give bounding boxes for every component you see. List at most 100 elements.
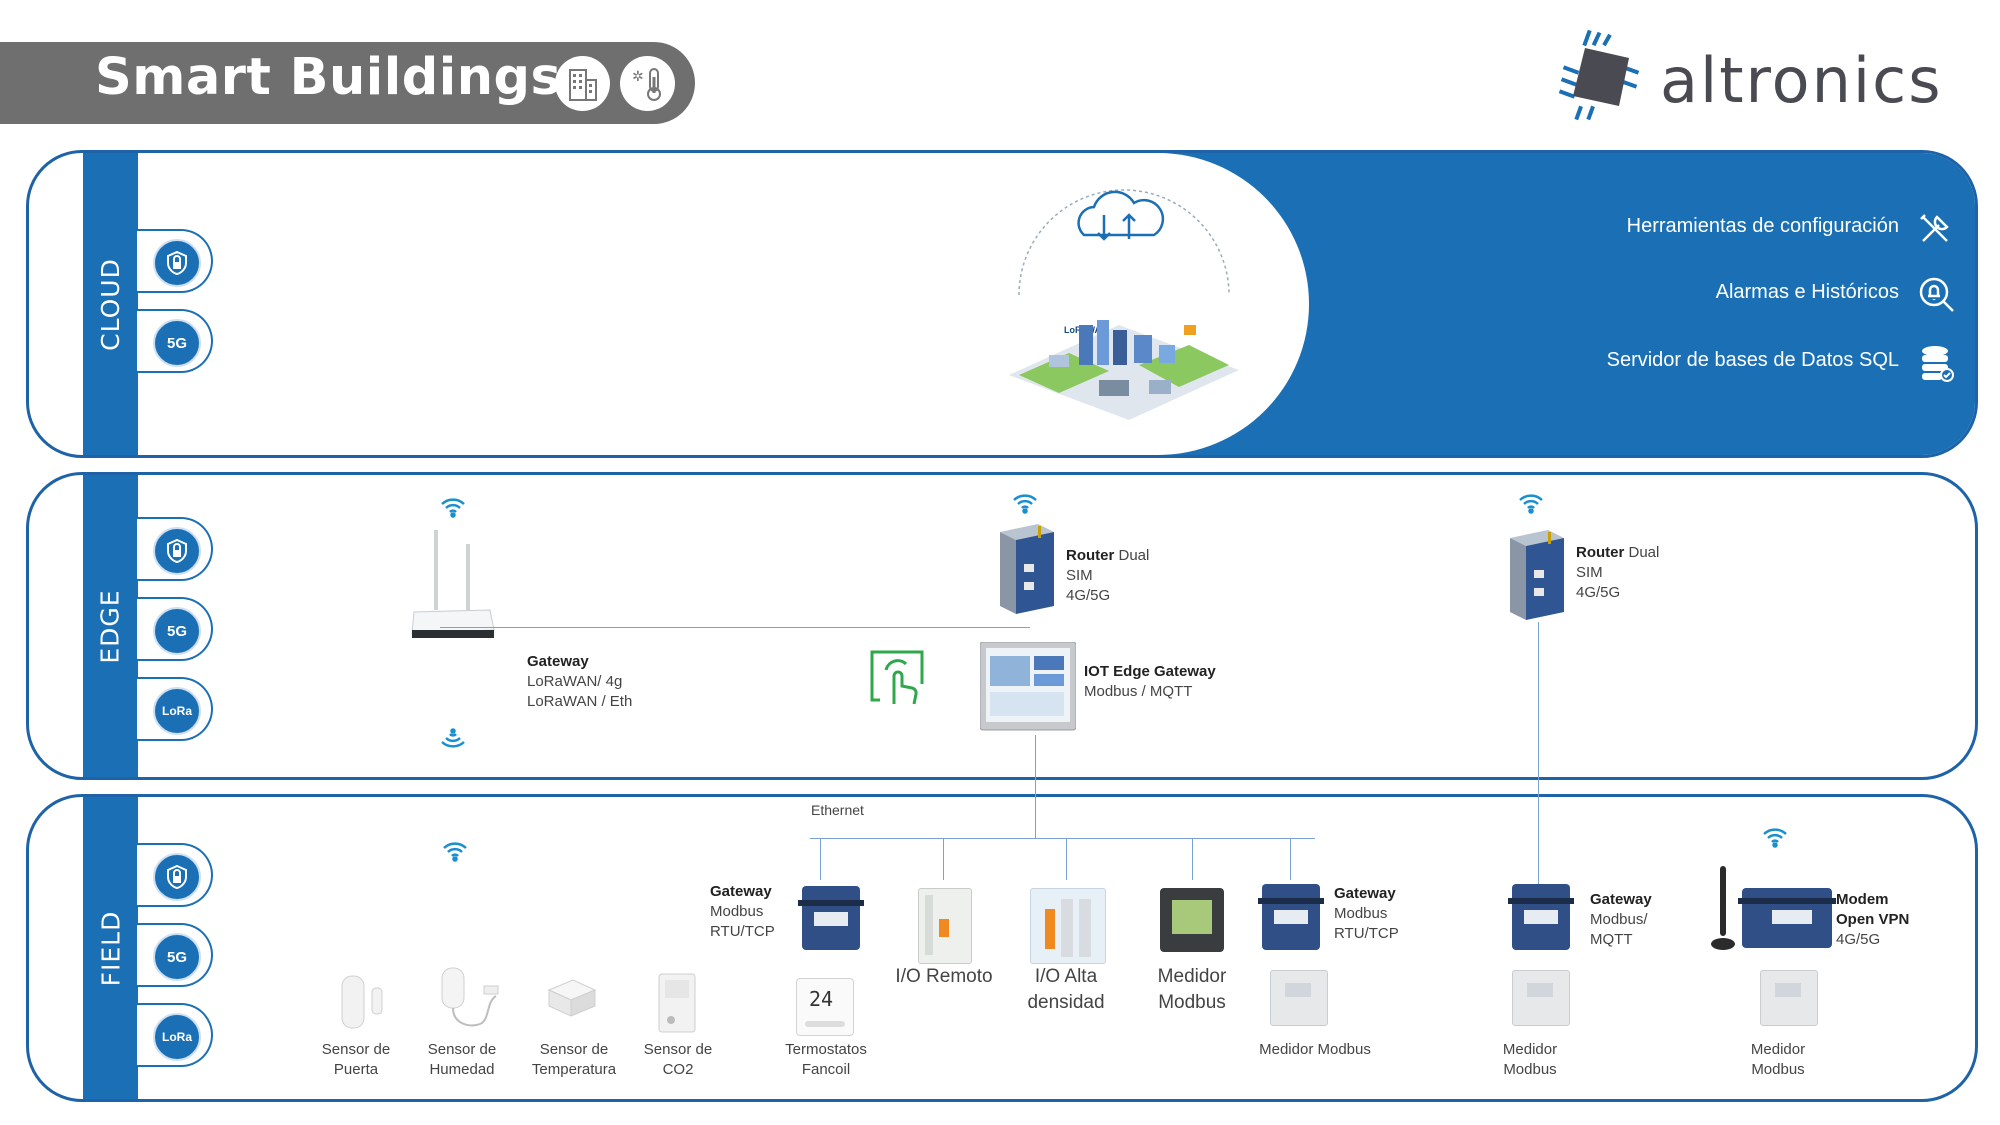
device-label-plate bbox=[1274, 910, 1308, 924]
humidity-sensor-device bbox=[440, 966, 504, 1034]
meter-screen bbox=[1172, 900, 1212, 934]
service-alarms: Alarmas e Históricos bbox=[1715, 281, 1899, 303]
service-config-tools: Herramientas de configuración bbox=[1626, 215, 1899, 237]
thermostat-icon: ✲ bbox=[620, 56, 675, 111]
modem-caption: Modem Open VPN 4G/5G bbox=[1836, 890, 1909, 950]
modem-line1: 4G/5G bbox=[1836, 931, 1881, 948]
service-sql-db: Servidor de bases de Datos SQL bbox=[1606, 349, 1899, 371]
iot-edge-gateway-device bbox=[979, 641, 1077, 732]
edge-badge-5g: 5G bbox=[137, 597, 213, 661]
door-sensor-line1: Sensor de bbox=[321, 1041, 391, 1058]
database-icon bbox=[1919, 345, 1955, 388]
bus-drop-line bbox=[1066, 838, 1067, 880]
lora-gateway-line1: LoRaWAN/ 4g bbox=[527, 673, 623, 690]
gateway-mid-line2: RTU/TCP bbox=[1334, 925, 1399, 942]
mount-bracket bbox=[1508, 898, 1574, 904]
5g-icon: 5G bbox=[153, 607, 201, 655]
edge-badge-lora: LoRa bbox=[137, 677, 213, 741]
lora-icon: LoRa bbox=[153, 1013, 201, 1061]
router-center-line2: 4G/5G bbox=[1066, 587, 1111, 604]
mount-bracket bbox=[1738, 898, 1836, 904]
din-meter-right1-label: Medidor Modbus bbox=[1490, 1040, 1570, 1080]
gateway-mid-line1: Modbus bbox=[1334, 905, 1388, 922]
alarm-search-icon bbox=[1917, 275, 1957, 320]
din-meter-right1-line1: Medidor bbox=[1502, 1041, 1558, 1058]
device-label-plate bbox=[814, 912, 848, 926]
cloud-strip bbox=[83, 153, 138, 455]
humidity-sensor-line1: Sensor de bbox=[427, 1041, 497, 1058]
io-high-density-label: I/O Alta densidad bbox=[1006, 964, 1126, 1016]
gateway-right-title: Gateway bbox=[1590, 891, 1652, 908]
din-meter-mid-label: Medidor Modbus bbox=[1259, 1041, 1371, 1058]
io-high-density-device bbox=[1030, 888, 1106, 964]
power-meter-device bbox=[1160, 888, 1224, 952]
smart-city-illustration: LoRaWAN bbox=[989, 175, 1259, 425]
gateway-left-line1: Modbus bbox=[710, 903, 764, 920]
svg-text:✲: ✲ bbox=[632, 68, 644, 84]
wifi-icon bbox=[442, 840, 468, 867]
touch-screen-icon bbox=[868, 648, 926, 708]
lora-gateway-caption: Gateway LoRaWAN/ 4g LoRaWAN / Eth bbox=[527, 652, 632, 712]
lora-gateway-line2: LoRaWAN / Eth bbox=[527, 693, 633, 710]
gateway-mid-title: Gateway bbox=[1334, 885, 1396, 902]
edge-strip bbox=[83, 475, 138, 777]
door-sensor-label: Sensor de Puerta bbox=[318, 1040, 394, 1080]
router-right-line2: 4G/5G bbox=[1576, 584, 1621, 601]
thermostat-label: Termostatos Fancoil bbox=[778, 1040, 874, 1080]
door-sensor-line2: Puerta bbox=[333, 1061, 379, 1078]
5g-icon: 5G bbox=[153, 319, 201, 367]
din-meter-device bbox=[1760, 970, 1818, 1026]
meter-screen bbox=[1527, 983, 1553, 997]
edge-section: EDGE 5G LoRa bbox=[26, 472, 1978, 780]
wifi-icon bbox=[440, 496, 466, 523]
field-strip bbox=[83, 797, 138, 1099]
io-high-density-line1: I/O Alta bbox=[1034, 966, 1098, 987]
building-icon bbox=[555, 56, 610, 111]
mount-bracket bbox=[798, 900, 864, 906]
din-meter-right1-line2: Modbus bbox=[1503, 1061, 1557, 1078]
tools-icon bbox=[1917, 211, 1953, 252]
field-badge-5g: 5G bbox=[137, 923, 213, 987]
lora-gateway-device bbox=[410, 530, 495, 642]
gateway-mid-device bbox=[1258, 884, 1324, 950]
door-sensor-device bbox=[338, 974, 390, 1030]
edge-link-line bbox=[440, 627, 1030, 628]
cloud-label: CLOUD bbox=[96, 257, 126, 351]
meter-screen bbox=[1775, 983, 1801, 997]
router-center-title: Router bbox=[1066, 547, 1115, 564]
thermostat-line1: Termostatos bbox=[785, 1041, 867, 1058]
ethernet-label: Ethernet bbox=[811, 802, 864, 818]
bus-drop-line bbox=[1192, 838, 1193, 880]
gateway-left-device bbox=[798, 886, 864, 950]
router-right-link-line bbox=[1538, 622, 1539, 884]
altronics-logo-icon bbox=[1555, 28, 1643, 121]
meter-screen bbox=[1285, 983, 1311, 997]
edge-badge-security bbox=[137, 517, 213, 581]
router-center-suffix: Dual bbox=[1114, 547, 1150, 564]
lock-shield-icon bbox=[153, 853, 201, 901]
lora-gateway-title: Gateway bbox=[527, 653, 589, 670]
power-meter-line1: Medidor bbox=[1157, 966, 1227, 987]
din-meter-right2-line1: Medidor bbox=[1750, 1041, 1806, 1058]
cloud-sync-icon bbox=[1077, 190, 1165, 241]
io-remote-device bbox=[918, 888, 972, 964]
io-terminal-strip bbox=[925, 895, 933, 955]
temperature-sensor-line2: Temperatura bbox=[531, 1061, 617, 1078]
ethernet-bus-line bbox=[810, 838, 1315, 839]
gateway-mid-caption: Gateway Modbus RTU/TCP bbox=[1334, 884, 1399, 944]
field-badge-security bbox=[137, 843, 213, 907]
co2-sensor-label: Sensor de CO2 bbox=[640, 1040, 716, 1080]
din-meter-device bbox=[1270, 970, 1328, 1026]
din-meter-right2-line2: Modbus bbox=[1751, 1061, 1805, 1078]
5g-icon: 5G bbox=[153, 933, 201, 981]
lora-icon: LoRa bbox=[153, 687, 201, 735]
device-label-plate bbox=[1524, 910, 1558, 924]
power-meter-label: Medidor Modbus bbox=[1132, 964, 1252, 1016]
router-right-line1: SIM bbox=[1576, 564, 1603, 581]
din-meter-right2-label: Medidor Modbus bbox=[1738, 1040, 1818, 1080]
field-badge-lora: LoRa bbox=[137, 1003, 213, 1067]
ethernet-trunk-line bbox=[1035, 735, 1036, 839]
router-right-caption: Router Dual SIM 4G/5G bbox=[1576, 543, 1659, 603]
router-center-line1: SIM bbox=[1066, 567, 1093, 584]
iot-gateway-line1: Modbus / MQTT bbox=[1084, 683, 1193, 700]
